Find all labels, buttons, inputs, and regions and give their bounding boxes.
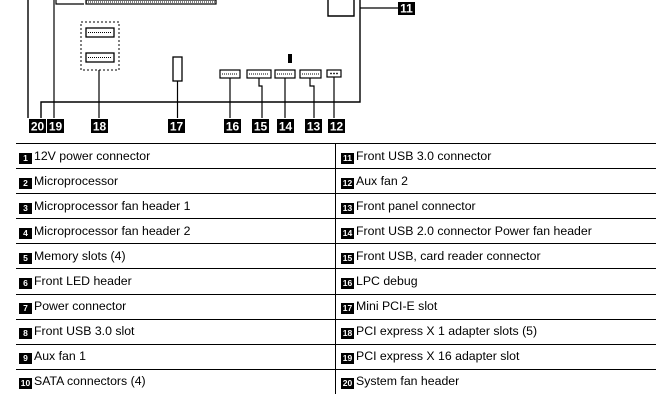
legend-number-badge: 12 [341,177,354,189]
legend-label: Microprocessor [34,173,119,188]
legend-number-badge: 3 [19,202,32,214]
legend-label: Microprocessor fan header 2 [34,223,191,238]
legend-number-badge: 19 [341,353,354,365]
callout-17: 17 [170,120,184,134]
legend-label: Front USB 3.0 connector [356,148,492,163]
legend-number-badge: 18 [341,328,354,340]
legend-label: SATA connectors (4) [34,374,146,389]
board-outline [27,0,361,118]
mini-pcie-slot [172,56,183,118]
callout-18: 18 [93,120,107,134]
legend-label: Front USB 3.0 slot [34,324,135,339]
legend-label: Mini PCI-E slot [356,299,438,314]
legend-label: System fan header [356,374,460,389]
legend-label: 12V power connector [34,148,151,163]
legend-label: Microprocessor fan header 1 [34,198,191,213]
legend-label: PCI express X 1 adapter slots (5) [356,324,538,339]
legend-number-badge: 17 [341,303,354,315]
legend-number-badge: 10 [19,378,32,390]
callout-12: 12 [330,120,344,134]
small-component [288,54,292,63]
callout-15: 15 [254,120,268,134]
legend-label: Front LED header [34,274,132,289]
legend-number-badge: 20 [341,378,354,390]
legend-number-badge: 6 [19,278,32,290]
legend-number-badge: 13 [341,202,354,214]
callout-16: 16 [226,120,240,134]
legend-number-badge: 8 [19,328,32,340]
legend-number-badge: 1 [19,152,32,164]
callout-badges: 11 12 13 14 15 16 17 18 19 20 [29,2,415,134]
header-row [219,69,342,79]
legend-label: Aux fan 1 [34,349,86,364]
callout-13: 13 [307,120,321,134]
legend-number-badge: 9 [19,353,32,365]
legend-label: Aux fan 2 [356,173,408,188]
motherboard-diagram: 11 12 13 14 15 16 17 18 19 20 [27,0,415,134]
legend-label: Front panel connector [356,198,476,213]
top-left-leaders [53,0,84,118]
legend-label: Power connector [34,299,127,314]
legend-number-badge: 14 [341,227,354,239]
legend-label: Front USB, card reader connector [356,248,541,263]
legend-number-badge: 16 [341,278,354,290]
pci-x1-slots [80,21,120,71]
legend-number-badge: 5 [19,252,32,264]
callout-14: 14 [279,120,293,134]
callout-20: 20 [31,120,45,134]
legend-number-badge: 15 [341,252,354,264]
legend-label: PCI express X 16 adapter slot [356,349,520,364]
legend-number-badge: 7 [19,303,32,315]
legend-label: Front USB 2.0 connector Power fan header [356,223,592,238]
legend-number-badge: 11 [341,152,354,164]
legend-number-badge: 4 [19,227,32,239]
callout-11: 11 [400,2,413,16]
legend-label: Memory slots (4) [34,248,126,263]
callout-leaders [98,7,398,118]
legend-number-badge: 2 [19,177,32,189]
callout-19: 19 [49,120,63,134]
legend-label: LPC debug [356,274,418,289]
